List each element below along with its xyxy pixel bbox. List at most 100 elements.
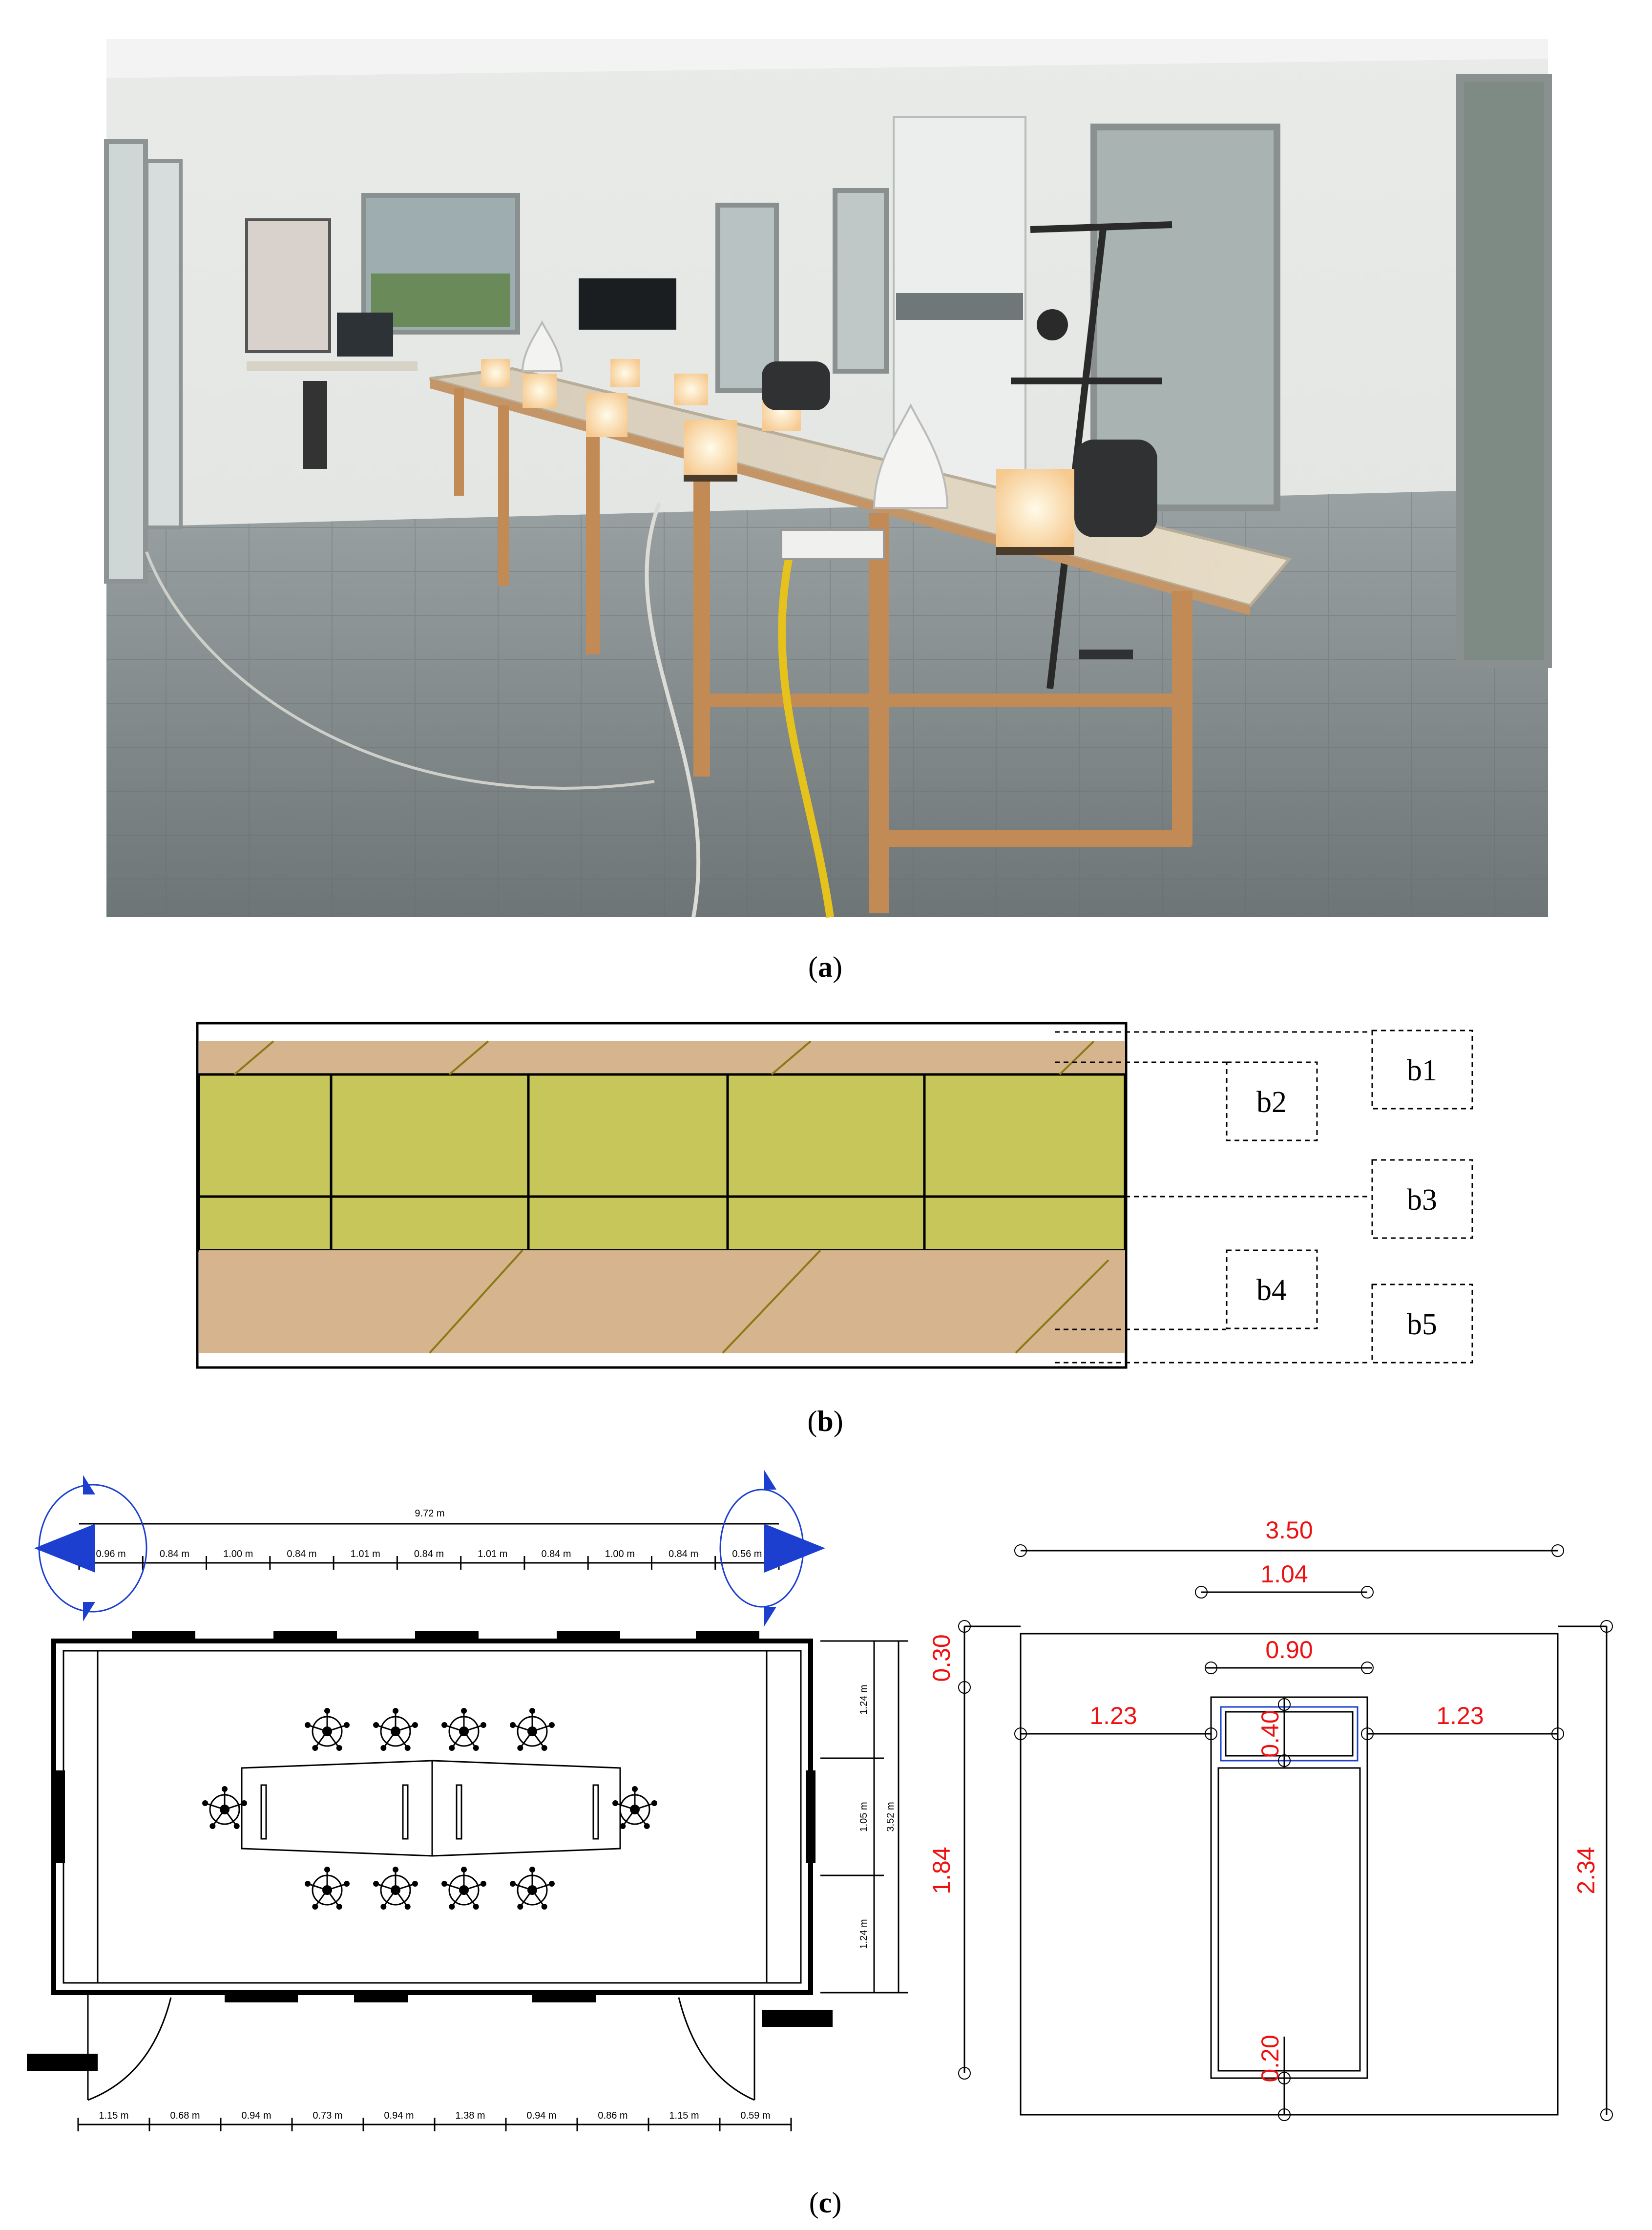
plan-bottom-seg-label: 0.94 m	[384, 2110, 414, 2121]
plan-top-seg-label: 0.56 m	[732, 1549, 762, 1559]
photo-printer-cabinet	[245, 218, 331, 353]
plan-chair	[202, 1786, 247, 1829]
plan-bottom-seg-label: 1.15 m	[99, 2110, 128, 2121]
table-layout-panel-b: b1 b2 b3 b4 b5	[196, 1022, 1473, 1369]
plan-chair	[441, 1708, 486, 1751]
photo-desktop-monitor	[337, 313, 393, 357]
wood-hatching	[233, 1040, 1109, 1354]
photo-tv-screen	[579, 278, 676, 330]
photo-pc-tower	[303, 381, 327, 469]
plan-chair	[510, 1867, 555, 1910]
plan-bottom-seg-label: 0.68 m	[170, 2110, 200, 2121]
plan-bottom-seg-label: 0.94 m	[526, 2110, 556, 2121]
label-b2: b2	[1256, 1086, 1287, 1119]
plan-chair	[373, 1867, 418, 1910]
plan-top-seg-label: 1.01 m	[478, 1549, 507, 1559]
section-inner-width: 1.04	[1260, 1560, 1308, 1588]
plan-chair	[441, 1867, 486, 1910]
photo-panel-a	[104, 39, 1552, 918]
plan-right-seg-1: 1.24 m	[858, 1684, 869, 1714]
plan-top-seg-label: 1.01 m	[351, 1549, 380, 1559]
plan-top-segments: 0.96 m 0.84 m 1.00 m 0.84 m 1.01 m 0.84 m 1.01…	[78, 1549, 780, 1570]
plan-right-seg-3: 1.24 m	[858, 1919, 869, 1949]
plan-chairs	[202, 1708, 657, 1910]
section-marker-left	[34, 1475, 147, 1621]
plan-top-seg-label: 0.96 m	[96, 1549, 126, 1559]
section-outer-frame	[1020, 1633, 1559, 2116]
section-marker-right	[719, 1470, 825, 1626]
plan-top-seg-label: 1.00 m	[223, 1549, 253, 1559]
plan-right-dim-lines	[820, 1640, 908, 1994]
label-b5: b5	[1407, 1308, 1437, 1341]
plan-bottom-seg-label: 0.73 m	[313, 2110, 342, 2121]
plan-chair	[510, 1708, 555, 1751]
plan-top-seg-label: 0.84 m	[669, 1549, 698, 1559]
photo-glass-door-2	[833, 188, 889, 374]
floor-plan: 9.72 m 0.96 m 0.84 m 1.00 m 0.84 m 1.01 m 0.8…	[27, 1470, 908, 2131]
photo-humidifier-right	[873, 403, 949, 509]
wood-strip-bottom	[199, 1250, 1125, 1353]
caption-b: (b)	[807, 1405, 843, 1437]
section-total-height: 2.34	[1572, 1847, 1600, 1894]
plan-chair	[305, 1867, 350, 1910]
plan-right-total: 3.52 m	[885, 1802, 896, 1831]
plan-top-seg-label: 0.84 m	[414, 1549, 444, 1559]
photo-side-desk	[247, 361, 418, 371]
plan-bottom-seg-label: 0.94 m	[241, 2110, 271, 2121]
photo-rear-window-grass	[371, 273, 510, 327]
section-dim-nodes	[958, 1544, 1613, 2121]
photo-right-edge-window	[1456, 74, 1552, 668]
section-box-width: 0.90	[1265, 1636, 1313, 1663]
plan-table-slots	[260, 1784, 599, 1840]
plan-doors	[87, 1995, 755, 2101]
plan-top-seg-label: 0.84 m	[160, 1549, 189, 1559]
plan-bottom-seg-label: 0.86 m	[598, 2110, 627, 2121]
plan-top-seg-label: 0.84 m	[287, 1549, 316, 1559]
caption-a: (a)	[808, 951, 842, 983]
plan-windows	[27, 1631, 833, 2071]
photo-white-cable	[645, 502, 701, 918]
section-left-offset: 1.23	[1089, 1702, 1137, 1729]
label-leader-lines	[1055, 1031, 1367, 1364]
label-b3: b3	[1407, 1183, 1437, 1217]
green-panel-band	[197, 1073, 1127, 1252]
plan-top-seg-label: 1.00 m	[605, 1549, 635, 1559]
section-top-margin: 0.30	[928, 1634, 955, 1682]
section-right-offset: 1.23	[1436, 1702, 1484, 1729]
plan-bottom-seg-label: 0.59 m	[740, 2110, 770, 2121]
plan-bottom-seg-label: 1.15 m	[669, 2110, 699, 2121]
plan-total-width: 9.72 m	[415, 1508, 444, 1519]
section-box-height: 0.40	[1256, 1710, 1284, 1757]
caption-c: (c)	[809, 2187, 842, 2219]
photo-yellow-cable	[778, 546, 834, 918]
photo-floor-cable	[145, 551, 655, 790]
photo-glass-door	[715, 203, 779, 393]
section-bottom-margin: 0.20	[1256, 2035, 1284, 2082]
photo-router	[780, 529, 885, 560]
plan-top-seg-label: 0.84 m	[541, 1549, 571, 1559]
section-box-blue	[1220, 1706, 1359, 1762]
photo-humidifier-left	[521, 320, 563, 372]
section-dim-lines	[963, 1550, 1608, 2115]
section-box-inner	[1225, 1711, 1354, 1757]
section-table-outer	[1210, 1696, 1368, 2079]
section-table-inner	[1217, 1767, 1361, 2072]
label-boxes	[1226, 1030, 1473, 1364]
green-panel-grid	[199, 1074, 1125, 1250]
plan-table-right	[431, 1760, 621, 1857]
photo-table-edge	[430, 379, 1250, 615]
plan-chair	[305, 1708, 350, 1751]
plan-right-seg-2: 1.05 m	[858, 1802, 869, 1831]
photo-microphone	[1037, 309, 1068, 340]
label-b4: b4	[1256, 1274, 1287, 1307]
photo-lamps	[481, 359, 1074, 555]
section-top-width: 3.50	[1265, 1516, 1313, 1544]
photo-ceiling	[106, 39, 1548, 78]
photo-office-chairs	[762, 361, 1157, 659]
photo-ac-vent	[896, 293, 1023, 320]
plan-chair	[373, 1708, 418, 1751]
label-b1: b1	[1407, 1054, 1437, 1087]
plan-chair	[612, 1786, 657, 1829]
